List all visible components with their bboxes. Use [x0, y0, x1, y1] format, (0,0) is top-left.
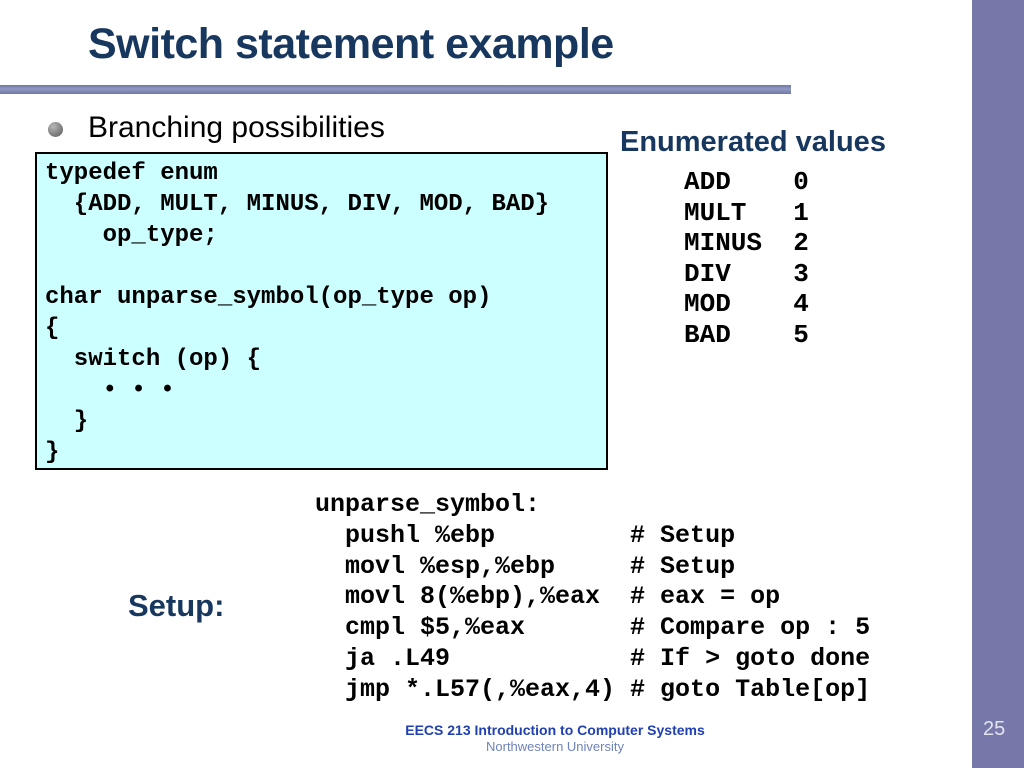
title-accent-bar	[0, 85, 791, 94]
enum-row: DIV 3	[684, 259, 809, 290]
enum-name: DIV	[684, 258, 731, 289]
enum-row: MINUS 2	[684, 228, 809, 259]
page-number: 25	[983, 718, 1006, 740]
enum-value: 5	[793, 319, 809, 350]
enum-value: 3	[793, 258, 809, 289]
footer-course-title: EECS 213 Introduction to Computer System…	[405, 722, 705, 738]
footer-institution: Northwestern University	[486, 739, 624, 754]
c-code-block: typedef enum {ADD, MULT, MINUS, DIV, MOD…	[45, 160, 550, 466]
enum-name: ADD	[684, 167, 731, 197]
enum-name: MOD	[684, 289, 731, 319]
enum-name: MINUS	[684, 228, 763, 258]
enum-row: ADD 0	[684, 167, 809, 198]
enum-value: 1	[793, 197, 809, 228]
enum-name: MULT	[684, 197, 747, 228]
enum-name: BAD	[684, 319, 731, 350]
assembly-code-box: unparse_symbol: pushl %ebp # Setup movl …	[315, 490, 870, 706]
enum-value: 4	[793, 289, 809, 319]
enumerated-values-table: ADD 0 MULT 1 MINUS 2 DIV 3 MOD 4 BAD 5	[684, 167, 809, 350]
assembly-code-block: unparse_symbol: pushl %ebp # Setup movl …	[315, 490, 871, 704]
bullet-icon	[48, 122, 63, 137]
enum-value: 0	[793, 167, 809, 197]
enum-row: MULT 1	[684, 198, 809, 229]
enum-row: BAD 5	[684, 320, 809, 351]
footer: EECS 213 Introduction to Computer System…	[330, 722, 780, 755]
c-code-box: typedef enum {ADD, MULT, MINUS, DIV, MOD…	[35, 152, 608, 470]
enum-row: MOD 4	[684, 289, 809, 320]
setup-label: Setup:	[128, 588, 225, 623]
right-sidebar: 25	[972, 0, 1024, 768]
page-title: Switch statement example	[88, 20, 614, 68]
enum-value: 2	[793, 228, 809, 258]
bullet-item: Branching possibilities	[48, 111, 385, 145]
enumerated-values-heading: Enumerated values	[620, 126, 886, 158]
bullet-label: Branching possibilities	[88, 111, 385, 144]
